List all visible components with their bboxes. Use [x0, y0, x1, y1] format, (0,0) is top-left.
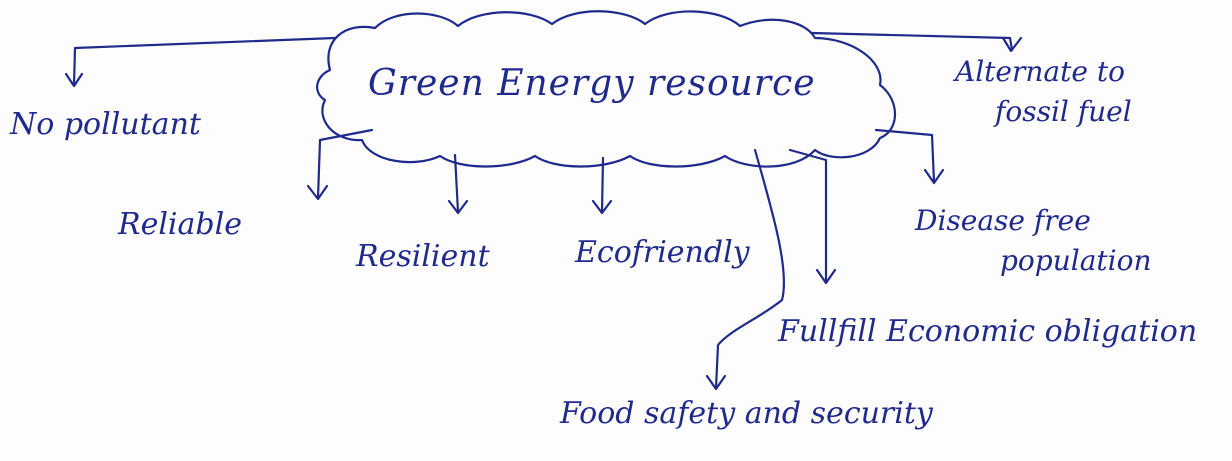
arrowhead-no-pollutant [64, 72, 84, 88]
node-reliable: Reliable [118, 207, 242, 242]
center-concept-label: Green Energy resource [368, 63, 816, 104]
arrowhead-ecofriendly [591, 199, 613, 215]
node-resilient: Resilient [356, 239, 490, 274]
node-ecofriendly: Ecofriendly [575, 235, 750, 270]
connector-resilient [453, 153, 460, 214]
node-alternate-fossil-line2: fossil fuel [995, 95, 1132, 128]
node-food-safety: Food safety and security [560, 396, 933, 431]
connector-ecofriendly [600, 156, 605, 214]
node-alternate-fossil-line1: Alternate to [955, 55, 1125, 88]
connector-alternate-fossil [810, 31, 1014, 52]
arrowhead-resilient [447, 199, 469, 215]
arrowhead-disease-free [923, 168, 945, 185]
connector-no-pollutant [72, 36, 337, 87]
arrowhead-reliable [306, 184, 329, 201]
arrowhead-alternate-fossil [1001, 36, 1023, 53]
connector-fulfill-economic [788, 148, 828, 284]
center-cloud-outline [316, 10, 896, 168]
arrowhead-fulfill-economic [815, 268, 837, 285]
connector-food-safety [714, 148, 786, 390]
connector-disease-free [874, 128, 936, 184]
node-disease-free-line1: Disease free [915, 204, 1091, 237]
arrowhead-food-safety [705, 374, 727, 391]
node-no-pollutant: No pollutant [10, 107, 201, 142]
node-fulfill-economic: Fullfill Economic obligation [778, 314, 1198, 349]
node-disease-free-line2: population [1000, 244, 1152, 277]
connector-reliable [316, 128, 374, 200]
